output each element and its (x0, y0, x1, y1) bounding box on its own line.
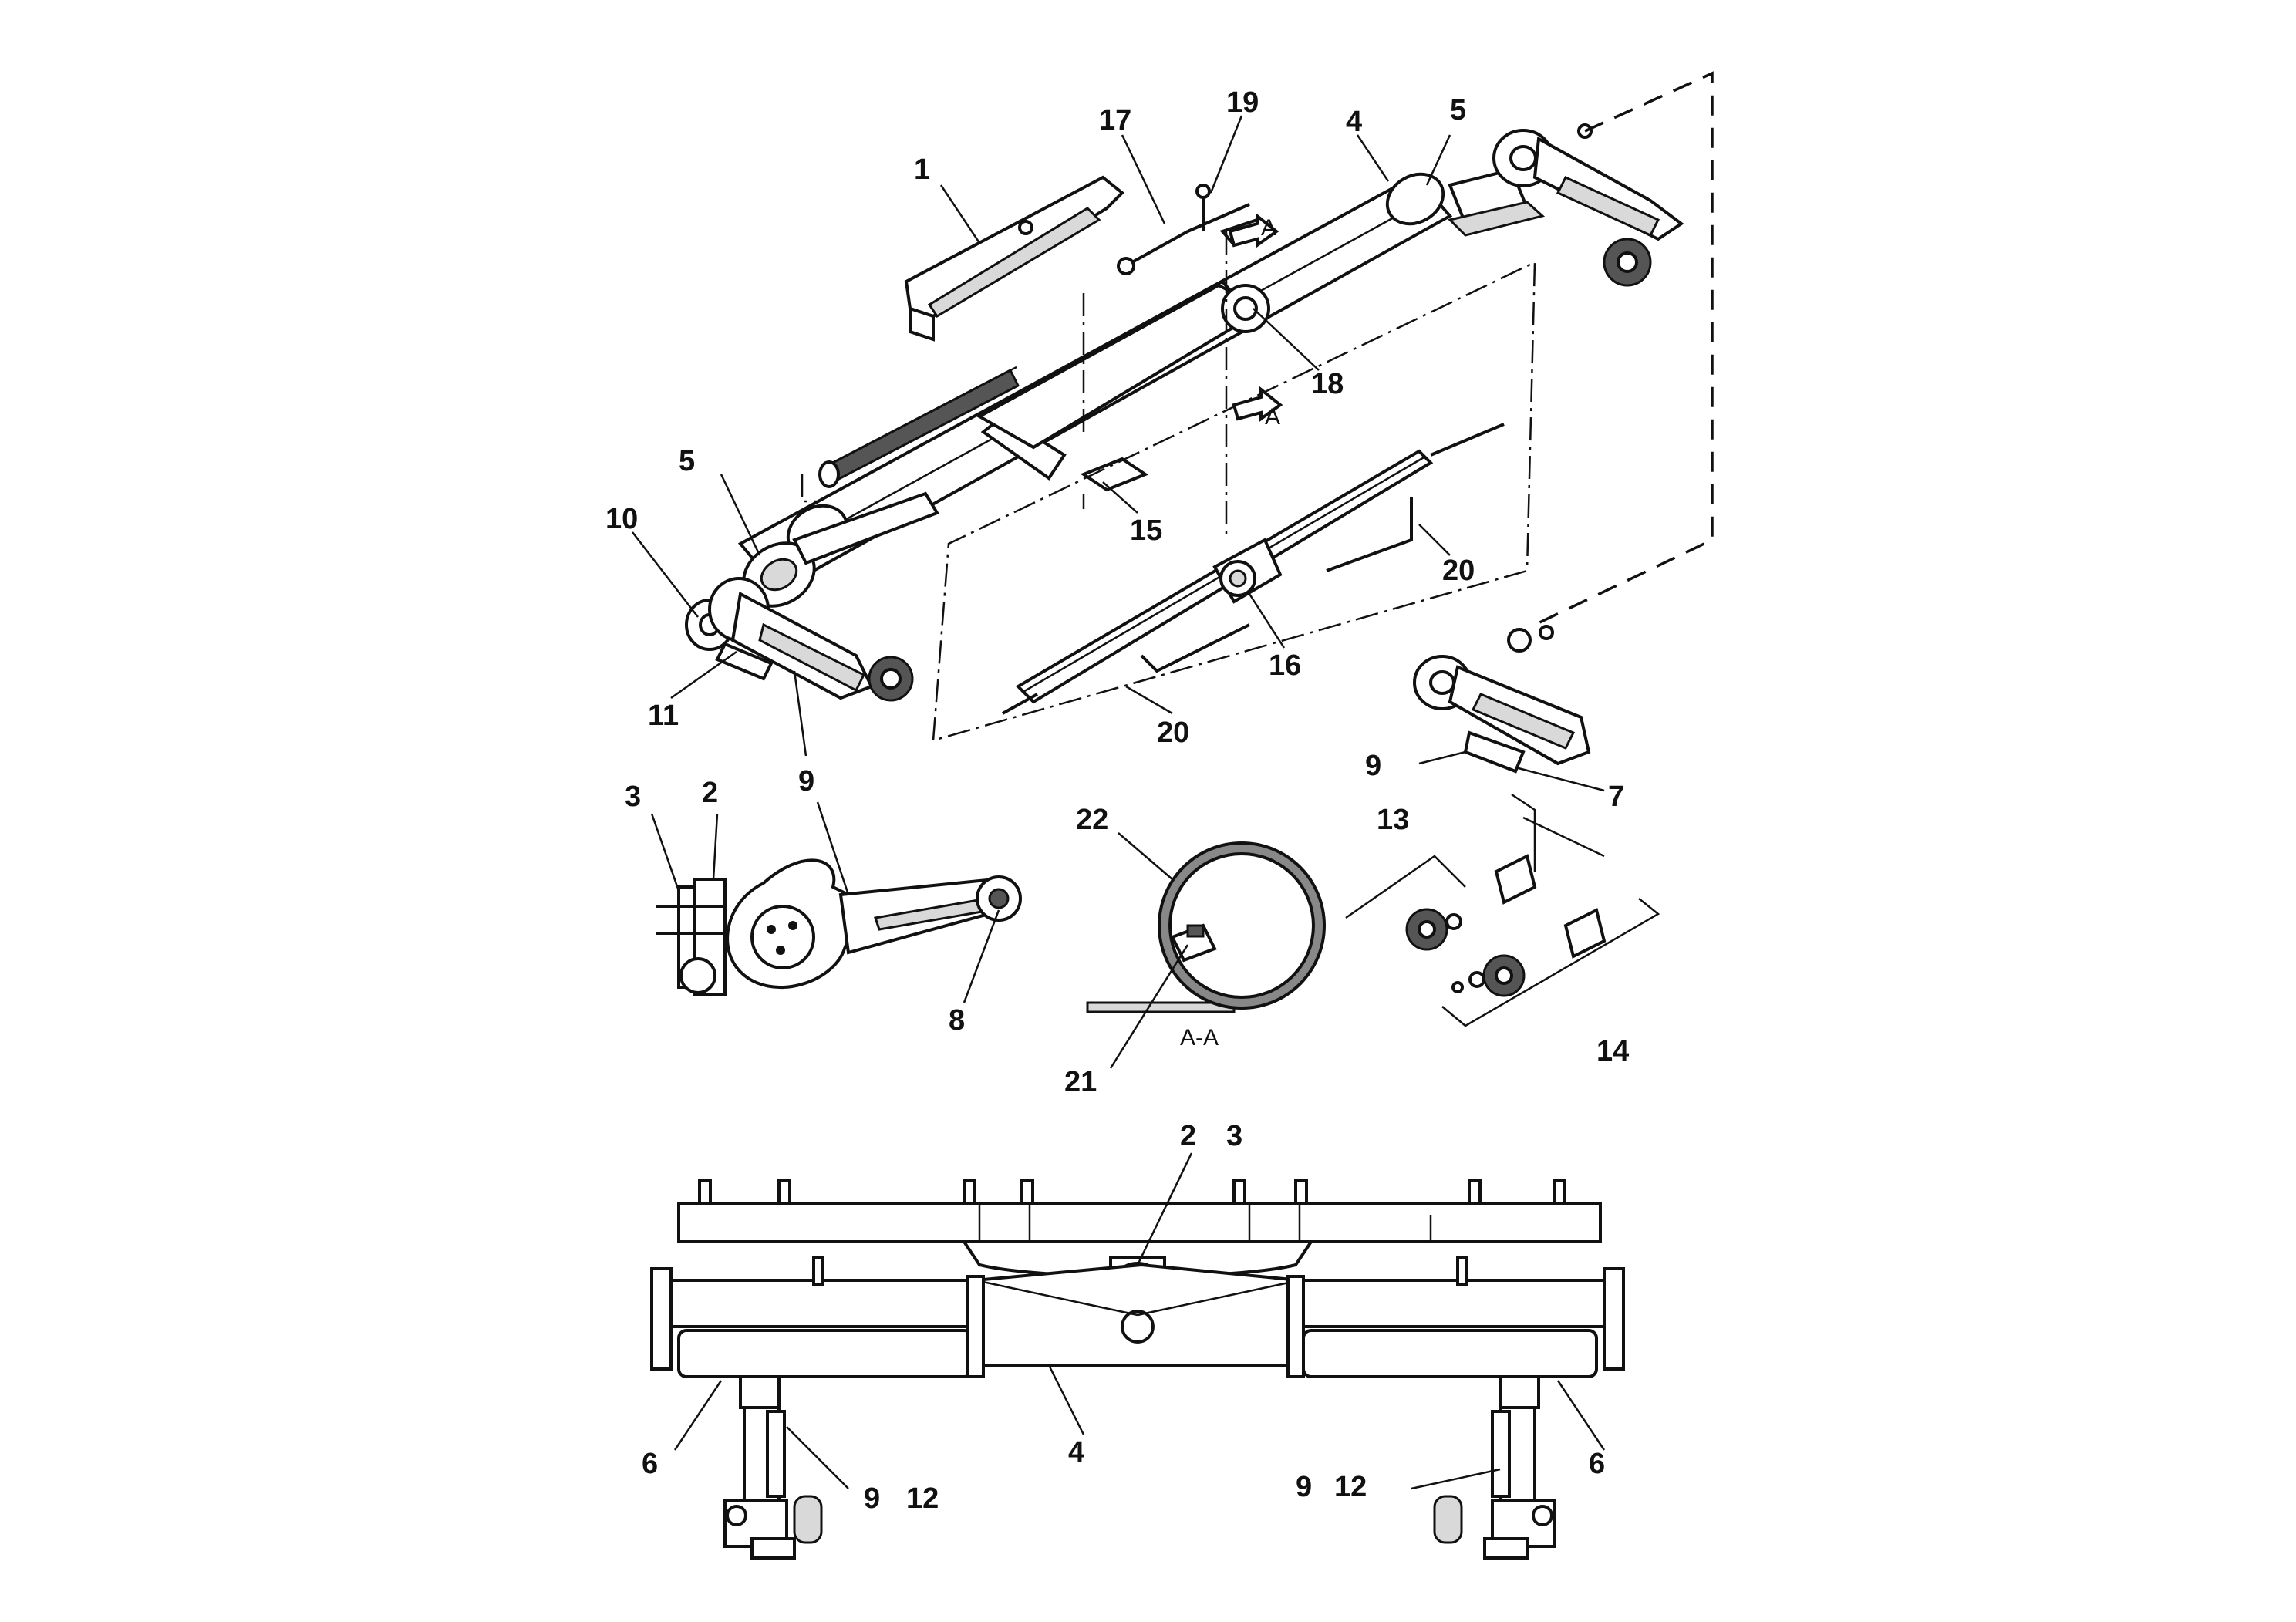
label-part-18: 18 (1311, 368, 1344, 400)
spring-roller (818, 366, 1020, 488)
label-part-6-left: 6 (642, 1448, 658, 1480)
side-view (656, 858, 1022, 996)
label-part-4-top: 4 (1346, 106, 1362, 138)
label-part-8: 8 (949, 1004, 965, 1037)
section-marks: A A A-A (1180, 215, 1280, 1050)
construction-lines (801, 71, 1714, 872)
label-part-20-right: 20 (1442, 555, 1475, 587)
callout-labels: 1 17 19 4 5 18 5 10 15 20 16 20 11 9 9 7… (605, 86, 1629, 1515)
label-part-9-right: 9 (1365, 750, 1381, 782)
label-part-14: 14 (1596, 1035, 1629, 1067)
label-part-7: 7 (1608, 781, 1624, 813)
lower-spring-tube (1002, 423, 1505, 715)
label-part-22: 22 (1076, 804, 1108, 836)
left-arm-assembly (685, 577, 914, 702)
label-part-12-right: 12 (1334, 1471, 1367, 1503)
label-part-9-left: 9 (864, 1482, 880, 1515)
leader-lines (632, 115, 1606, 1490)
bolts-row (698, 1179, 1566, 1205)
right-arm-assembly-mid (1413, 625, 1591, 774)
left-leg (723, 1375, 823, 1560)
label-part-1: 1 (914, 153, 930, 186)
label-part-17: 17 (1099, 104, 1131, 137)
label-part-10: 10 (605, 503, 638, 535)
label-part-13: 13 (1377, 804, 1409, 836)
label-part-15: 15 (1130, 514, 1162, 547)
label-part-21: 21 (1064, 1066, 1097, 1098)
section-mark-a-top: A (1261, 215, 1276, 241)
label-part-11: 11 (648, 700, 679, 732)
label-part-19: 19 (1226, 86, 1259, 119)
label-part-2-front: 2 (1180, 1120, 1196, 1152)
label-part-6-right: 6 (1589, 1448, 1605, 1480)
right-arm-assembly-top (1492, 123, 1684, 287)
label-part-16: 16 (1269, 649, 1301, 682)
label-part-9-upper: 9 (798, 765, 814, 798)
label-part-9-rightleg: 9 (1296, 1471, 1312, 1503)
label-part-3-front: 3 (1226, 1120, 1242, 1152)
section-a-a (1086, 841, 1326, 1013)
front-view (650, 1179, 1625, 1560)
label-part-2-side: 2 (702, 777, 718, 809)
bracket-lines (1345, 855, 1660, 1027)
wheel-sets (1405, 854, 1607, 997)
exploded-view (685, 71, 1714, 1027)
part-1-bracket (904, 175, 1124, 342)
label-part-5-top: 5 (1450, 94, 1466, 126)
part-15-plate (1080, 457, 1149, 509)
label-part-4-front: 4 (1068, 1436, 1084, 1469)
label-part-3-side: 3 (625, 781, 641, 813)
label-part-5-left: 5 (679, 445, 695, 477)
label-part-12-left: 12 (906, 1482, 939, 1515)
main-beam (737, 167, 1546, 608)
right-leg (1433, 1375, 1556, 1560)
label-part-20-left: 20 (1157, 717, 1189, 749)
section-mark-a-bottom: A (1265, 404, 1280, 430)
section-label-a-a: A-A (1180, 1025, 1219, 1050)
